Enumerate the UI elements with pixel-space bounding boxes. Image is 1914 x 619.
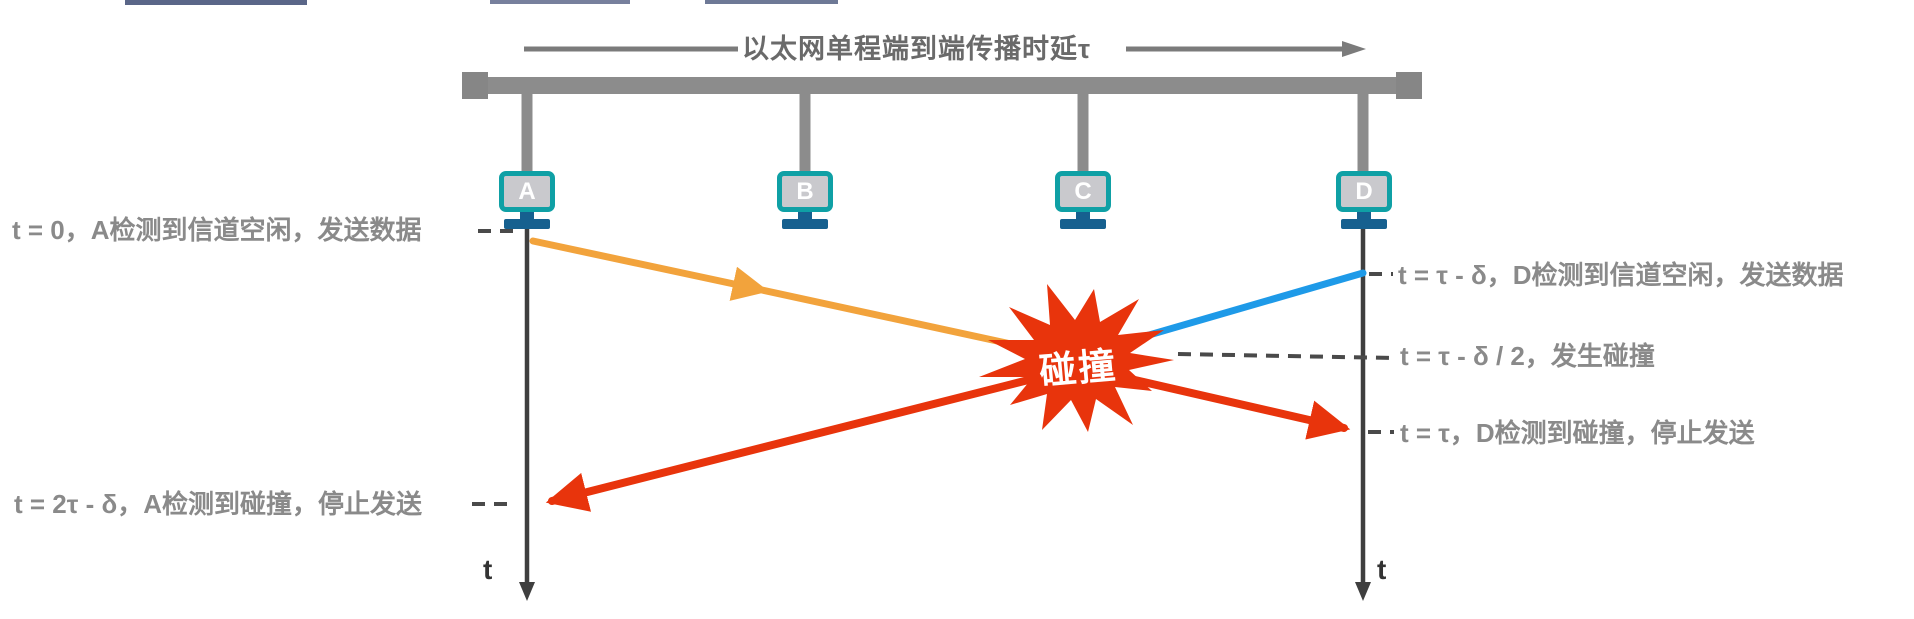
bus-endcap-left — [462, 72, 488, 99]
host-c-stand-base — [1060, 219, 1106, 229]
host-d-label: D — [1355, 177, 1373, 205]
host-a-label: A — [518, 177, 536, 205]
host-b-label: B — [796, 177, 814, 205]
collision-label: 碰撞 — [1037, 344, 1119, 393]
time-axis-a-arrowhead-icon — [519, 582, 535, 601]
time-axis-d-t-label: t — [1377, 554, 1387, 585]
host-c: C — [1055, 171, 1111, 212]
host-b-stand-base — [782, 219, 828, 229]
collision-star — [979, 284, 1174, 432]
annotation-d-start: t = τ - δ，D检测到信道空闲，发送数据 — [1398, 260, 1844, 290]
host-a-stand — [520, 212, 534, 220]
connector-collision — [1177, 352, 1395, 360]
host-c-stand — [1076, 212, 1090, 220]
signal-line-a — [529, 237, 1024, 350]
bus-endcap-right — [1396, 72, 1422, 99]
host-c-label: C — [1074, 177, 1092, 205]
time-axis-a-t-label: t — [483, 554, 493, 585]
jam-line-to-a — [545, 368, 1064, 512]
cropped-text-fragment — [705, 0, 838, 4]
cropped-text-fragment — [125, 0, 307, 5]
host-b: B — [777, 171, 833, 212]
host-d-stand-base — [1341, 219, 1387, 229]
measure-arrowhead-icon — [1342, 41, 1366, 57]
bus-bar — [478, 77, 1410, 94]
host-d-stand — [1357, 212, 1371, 220]
cropped-text-fragment — [490, 0, 630, 4]
time-axis-d-arrowhead-icon — [1355, 582, 1371, 601]
annotation-d-stop: t = τ，D检测到碰撞，停止发送 — [1400, 418, 1755, 448]
host-d: D — [1336, 171, 1392, 212]
annotation-collision-time: t = τ - δ / 2，发生碰撞 — [1400, 341, 1655, 371]
diagram-title: 以太网单程端到端传播时延τ — [742, 34, 1092, 64]
host-b-stand — [798, 212, 812, 220]
host-a: A — [499, 171, 555, 212]
host-a-stand-base — [504, 219, 550, 229]
annotation-a-start: t = 0，A检测到信道空闲，发送数据 — [12, 215, 422, 245]
annotation-a-stop: t = 2τ - δ，A检测到碰撞，停止发送 — [14, 489, 423, 519]
